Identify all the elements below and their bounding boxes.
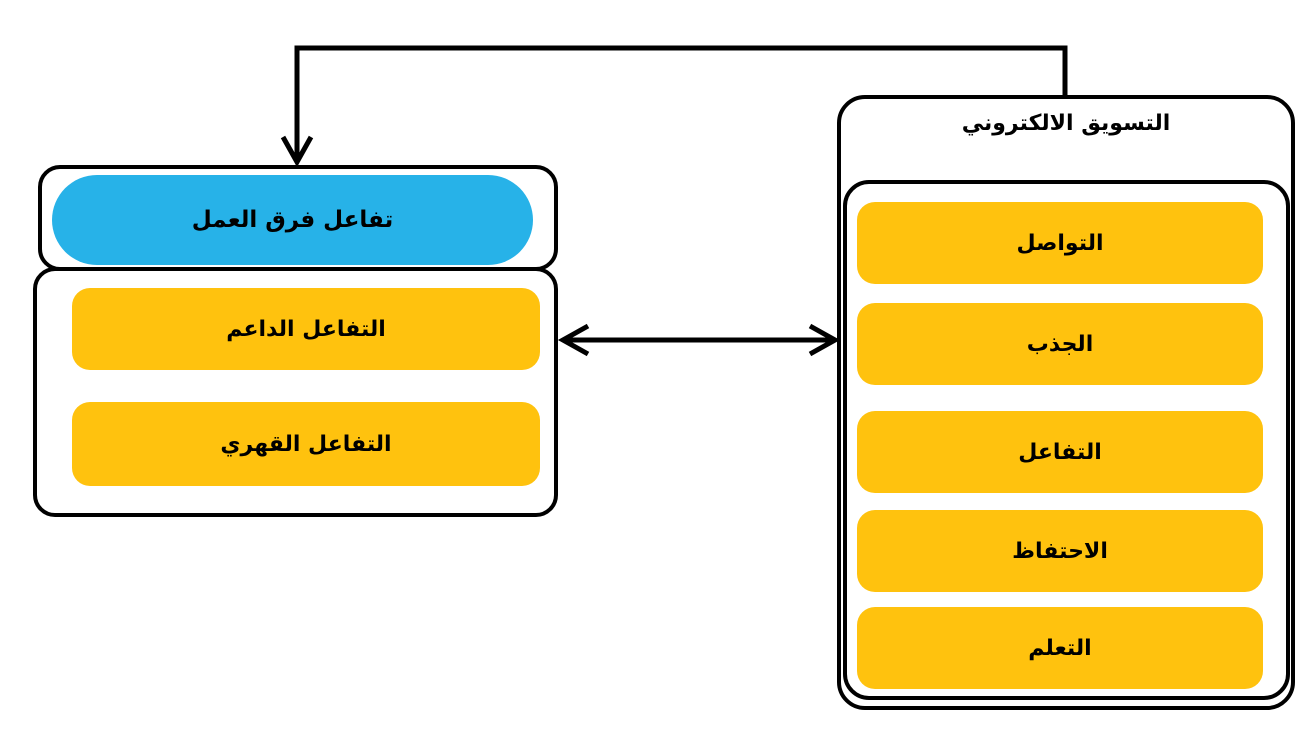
- stage-pill-attraction: الجذب: [857, 303, 1263, 385]
- pill-coercive-interaction: التفاعل القهري: [72, 402, 540, 486]
- pill-supportive-interaction: التفاعل الداعم: [72, 288, 540, 370]
- stage-pill-retention: الاحتفاظ: [857, 510, 1263, 592]
- stage-pill-interaction: التفاعل: [857, 411, 1263, 493]
- team-interaction-header-pill: تفاعل فرق العمل: [52, 175, 533, 265]
- interaction-types-container: التفاعل الداعم التفاعل القهري: [33, 267, 558, 517]
- arrowhead-left-icon: [557, 323, 590, 357]
- e-marketing-stages-container: التواصل الجذب التفاعل الاحتفاظ التعلم: [843, 180, 1290, 700]
- team-interaction-panel: تفاعل فرق العمل: [38, 165, 558, 271]
- stage-pill-communication: التواصل: [857, 202, 1263, 284]
- bidirectional-arrow: [557, 323, 841, 357]
- stage-pill-learning: التعلم: [857, 607, 1263, 689]
- arrowhead-down-icon: [280, 135, 314, 168]
- e-marketing-title: التسويق الالكتروني: [961, 111, 1171, 136]
- arrowhead-right-icon: [808, 323, 841, 357]
